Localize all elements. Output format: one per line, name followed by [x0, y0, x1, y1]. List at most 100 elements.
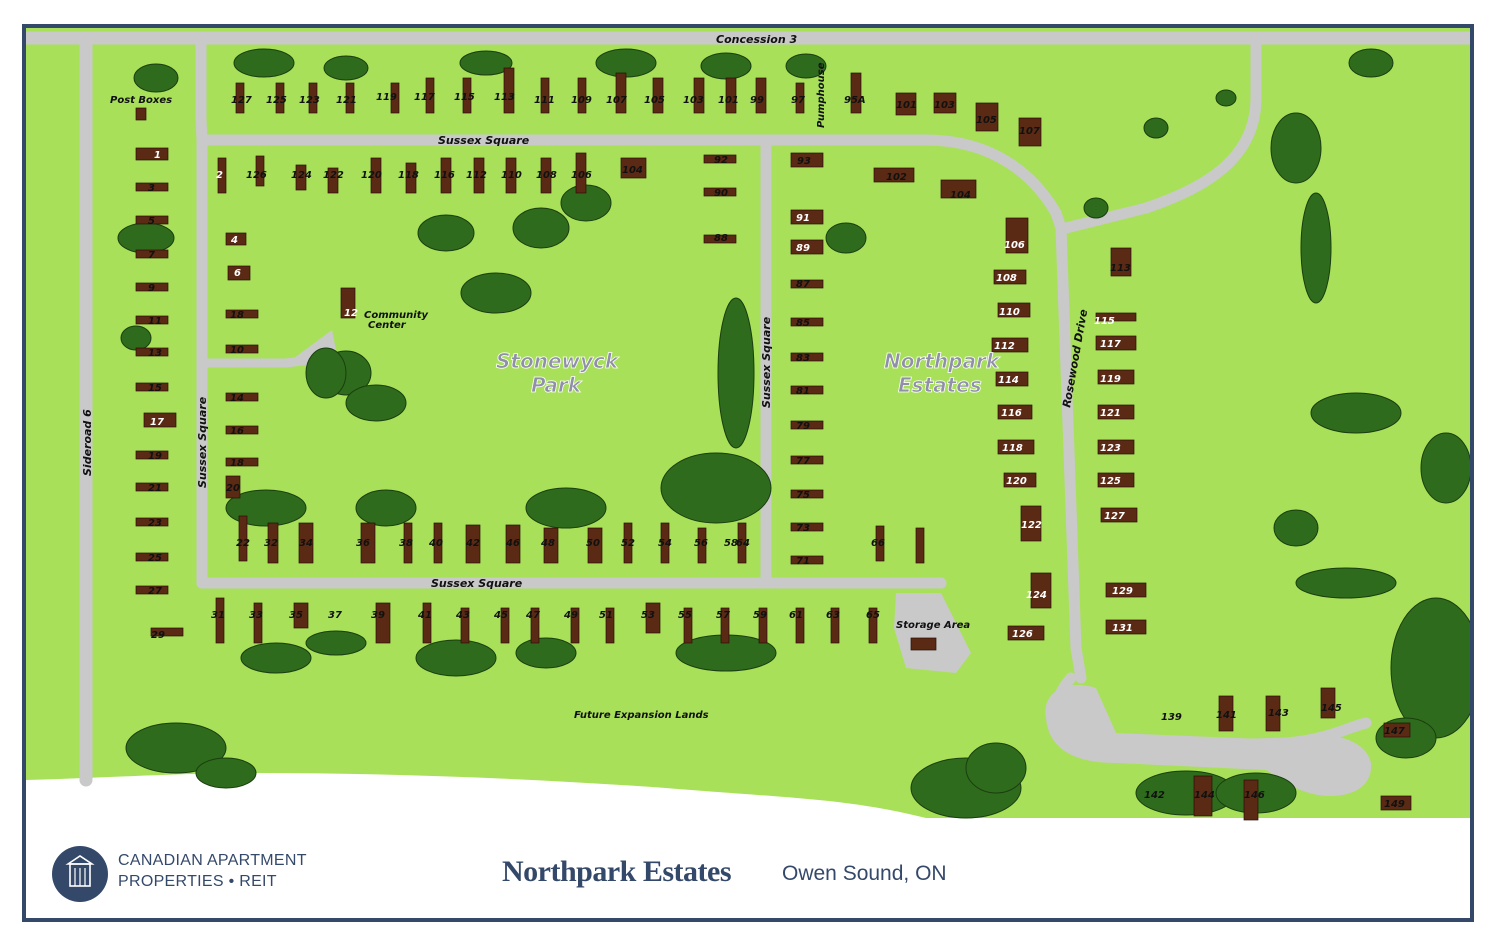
lot-number: 14 — [230, 393, 244, 404]
lot-number: 87 — [796, 279, 810, 290]
lot-number: 123 — [299, 95, 320, 106]
lot-number: 123 — [1100, 443, 1121, 454]
tree-clusters — [117, 48, 1470, 819]
lot-number: 108 — [536, 170, 557, 181]
lot-number: 141 — [1216, 710, 1237, 721]
lot-number: 88 — [714, 233, 728, 244]
lot-number: 121 — [336, 95, 357, 106]
lot-number: 131 — [1112, 623, 1133, 634]
lot-number: 118 — [398, 170, 419, 181]
lot-number: 85 — [796, 318, 810, 329]
lot-number: 29 — [151, 630, 165, 641]
lot-number: 105 — [976, 115, 997, 126]
lot-number: 56 — [694, 538, 708, 549]
lot-number: 27 — [148, 586, 162, 597]
road-label-sussex-left: Sussex Square — [196, 396, 209, 488]
lot-number: 73 — [796, 523, 810, 534]
company-line-1: CANADIAN APARTMENT — [118, 852, 307, 869]
lot-number: 93 — [797, 156, 811, 167]
lot-number: 124 — [291, 170, 312, 181]
lot-number: 11 — [148, 316, 162, 327]
lot-number: 54 — [658, 538, 672, 549]
road-label-sussex-top: Sussex Square — [438, 134, 530, 147]
lot-number: 83 — [796, 353, 810, 364]
lot-number: 53 — [641, 610, 655, 621]
lot-number: 65 — [866, 610, 880, 621]
lot-number: 17 — [150, 417, 164, 428]
lot-number: 1 — [154, 150, 161, 161]
lot-number: 115 — [1094, 316, 1115, 327]
lot-number: 42 — [465, 538, 480, 549]
site-map: Concession 3 Sideroad 6 Sussex Square Su… — [26, 28, 1470, 821]
lot-number: 36 — [356, 538, 370, 549]
lot-number: 18 — [230, 310, 244, 321]
lot-number: 90 — [714, 188, 728, 199]
lot-number: 77 — [796, 456, 810, 467]
lot-number: 125 — [1100, 476, 1121, 487]
lot-number: 143 — [1268, 708, 1289, 719]
lot-number: 31 — [211, 610, 225, 621]
lot-number: 127 — [231, 95, 252, 106]
lot-number: 63 — [826, 610, 840, 621]
lot-number: 119 — [376, 92, 397, 103]
lot-number: 129 — [1112, 586, 1133, 597]
lot-number: 47 — [525, 610, 540, 621]
lot-number: 106 — [571, 170, 592, 181]
lot-number: 102 — [886, 172, 907, 183]
lot-number: 7 — [148, 250, 155, 261]
lot-number: 79 — [796, 421, 810, 432]
lot-number: 20 — [226, 483, 240, 494]
lot-number: 107 — [1019, 126, 1040, 137]
lot-number: 147 — [1384, 726, 1405, 737]
post-boxes-label: Post Boxes — [110, 95, 172, 106]
lot-number: 55 — [678, 610, 692, 621]
lot-number: 104 — [622, 165, 643, 176]
lot-number: 113 — [1110, 263, 1131, 274]
lot-number: 115 — [454, 92, 475, 103]
lot-number: 112 — [466, 170, 487, 181]
road-label-sussex-bottom: Sussex Square — [431, 577, 523, 590]
lot-number: 61 — [789, 610, 803, 621]
capreit-logo — [52, 846, 108, 902]
lot-number: 58 — [724, 538, 738, 549]
lot-number: 144 — [1194, 790, 1215, 801]
lot-number: 103 — [934, 100, 955, 111]
lot-number: 21 — [148, 483, 162, 494]
lot-number: 142 — [1144, 790, 1165, 801]
lot-number: 50 — [586, 538, 600, 549]
lot-number: 101 — [718, 95, 739, 106]
lot-number: 122 — [1021, 520, 1042, 531]
lot-number: 37 — [328, 610, 342, 621]
storage-area-lot — [894, 593, 971, 673]
lot-number: 117 — [414, 92, 435, 103]
lot-number: 64 — [736, 538, 750, 549]
lot-number: 106 — [1004, 240, 1025, 251]
storage-area-label: Storage Area — [896, 620, 970, 631]
lot-number: 5 — [148, 216, 155, 227]
lot-number: 45 — [493, 610, 508, 621]
lot-number: 139 — [1161, 712, 1182, 723]
lot-number: 52 — [621, 538, 635, 549]
lot-number: 112 — [994, 341, 1015, 352]
map-frame: Concession 3 Sideroad 6 Sussex Square Su… — [22, 24, 1474, 922]
building-icon — [65, 855, 95, 887]
lot-number: 105 — [644, 95, 665, 106]
lot-number: 43 — [455, 610, 470, 621]
lot-number: 118 — [1002, 443, 1023, 454]
lot-number: 41 — [417, 610, 432, 621]
lot-number: 4 — [230, 235, 238, 246]
lot-number: 81 — [796, 386, 810, 397]
lot-number: 12 — [344, 308, 358, 319]
lot-number: 110 — [999, 307, 1020, 318]
lot-number: 121 — [1100, 408, 1121, 419]
lot-number: 38 — [399, 538, 413, 549]
lot-number: 23 — [148, 518, 162, 529]
lot-number: 116 — [1001, 408, 1022, 419]
lot-number: 89 — [796, 243, 810, 254]
lot-number: 18 — [230, 458, 244, 469]
lot-number: 108 — [996, 273, 1017, 284]
lot-number: 6 — [234, 268, 241, 279]
lot-number: 51 — [599, 610, 613, 621]
